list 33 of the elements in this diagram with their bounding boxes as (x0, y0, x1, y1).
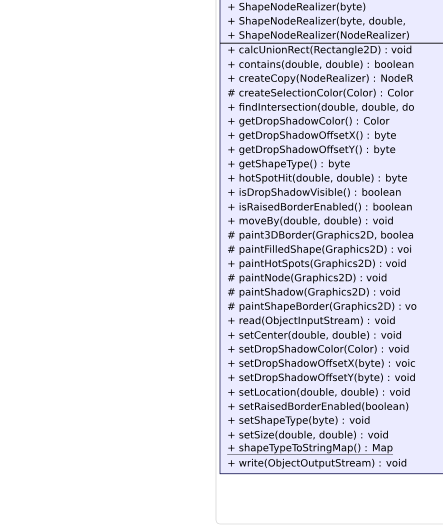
method-signature: + setDropShadowOffsetX(byte) : voic (228, 359, 416, 369)
method-signature: # createSelectionColor(Color) : Color (228, 88, 414, 98)
method-signature: + getShapeType() : byte (228, 160, 350, 170)
method-signature: + findIntersection(double, double, do (228, 103, 414, 112)
method-signature: # paint3DBorder(Graphics2D, boolea (228, 230, 414, 241)
method-signature: + paintHotSpots(Graphics2D) : void (228, 259, 406, 270)
method-signature: + getDropShadowColor() : Color (228, 116, 390, 127)
method-signature: + shapeTypeToStringMap() : Map (227, 444, 394, 455)
method-signature: + contains(double, double) : boolean (228, 60, 414, 70)
method-signature: + ShapeNodeRealizer(byte) (228, 2, 366, 12)
method-signature: # paintNode(Graphics2D) : void (228, 274, 386, 284)
method-signature: # paintShapeBorder(Graphics2D) : vo (228, 302, 416, 312)
method-signature: + read(ObjectInputStream) : void (228, 316, 395, 326)
method-signature: + setRaisedBorderEnabled(boolean) (228, 402, 408, 412)
method-signature: + getDropShadowOffsetY() : byte (228, 145, 396, 156)
method-signature: # paintFilledShape(Graphics2D) : voi (228, 245, 412, 255)
method-signature: + calcUnionRect(Rectangle2D) : void (228, 46, 412, 56)
method-signature: + hotSpotHit(double, double) : byte (228, 174, 408, 184)
method-signature: + getDropShadowOffsetX() : byte (228, 131, 396, 141)
method-signature: + moveBy(double, double) : void (228, 216, 393, 226)
method-signature: + setDropShadowOffsetY(byte) : void (228, 373, 415, 384)
method-signature: + setSize(double, double) : void (228, 430, 388, 440)
method-signature: + isRaisedBorderEnabled() : boolean (228, 202, 412, 212)
method-signature: + setLocation(double, double) : void (228, 388, 410, 397)
method-signature: # paintShadow(Graphics2D) : void (228, 288, 400, 298)
method-signature: + isDropShadowVisible() : boolean (228, 188, 401, 198)
method-signature: + setCenter(double, double) : void (228, 331, 402, 340)
method-signature: + createCopy(NodeRealizer) : NodeR (228, 74, 414, 84)
method-signature: + setDropShadowColor(Color) : void (228, 344, 409, 355)
method-signature: + ShapeNodeRealizer(byte, double, (228, 16, 405, 27)
method-signature: + setShapeType(byte) : void (228, 416, 370, 426)
method-signature: + write(ObjectOutputStream) : void (228, 458, 406, 469)
method-signature: + ShapeNodeRealizer(NodeRealizer) (228, 31, 409, 41)
